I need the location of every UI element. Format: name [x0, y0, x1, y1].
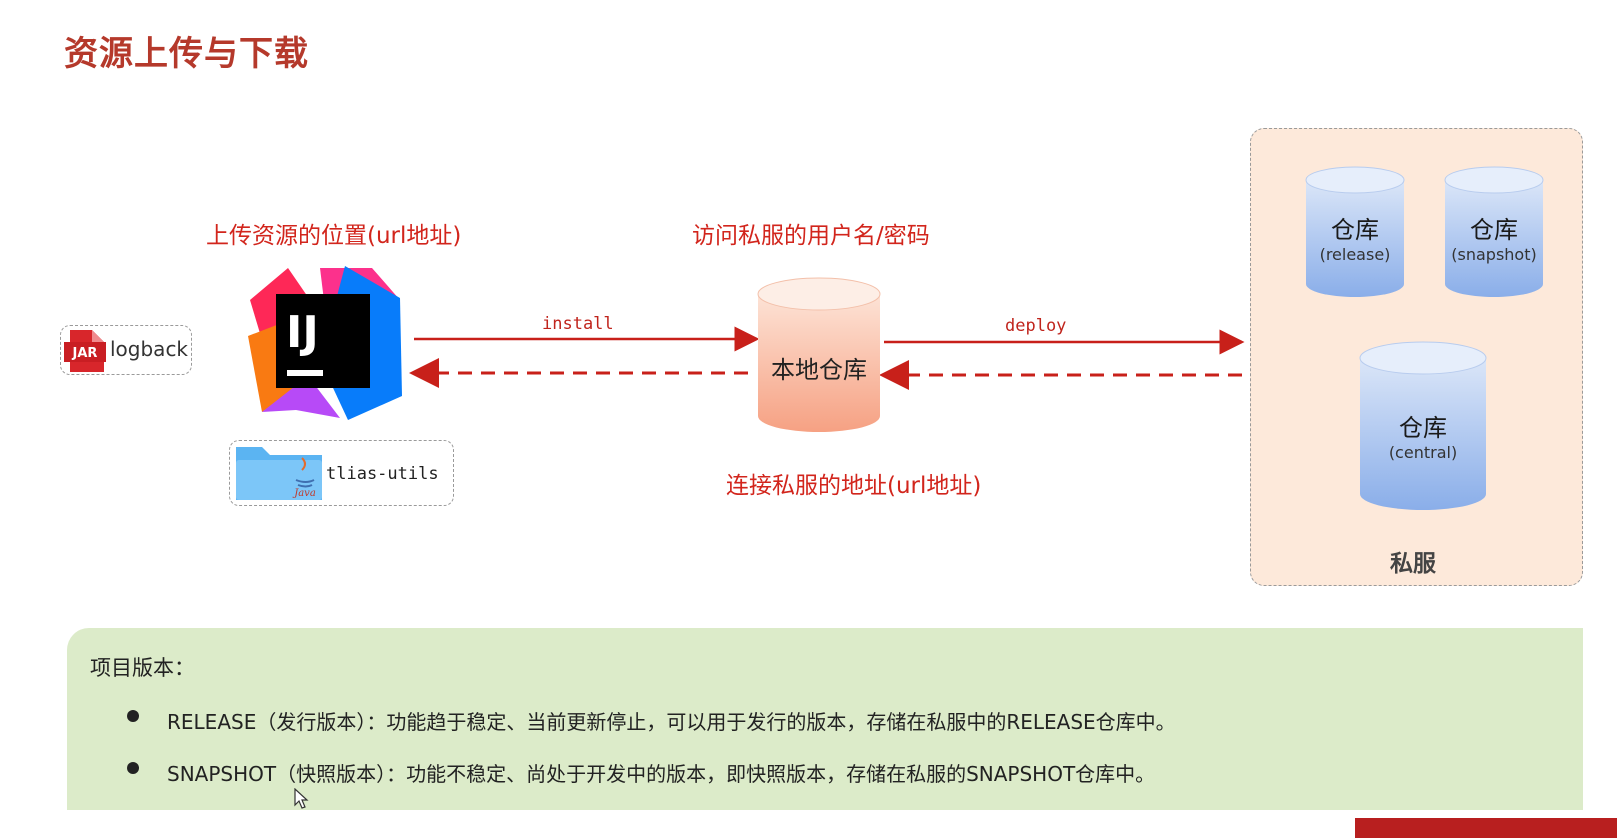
jar-badge-text: JAR	[72, 346, 98, 361]
intellij-logo-text: IJ	[286, 307, 319, 358]
install-label: install	[542, 314, 614, 334]
jar-artifact-name: logback	[110, 337, 189, 361]
deploy-label: deploy	[1005, 316, 1067, 336]
release-description: RELEASE（发行版本）：功能趋于稳定、当前更新停止，可以用于发行的版本，存储…	[167, 710, 1176, 734]
java-folder-icon: Java	[236, 447, 322, 500]
intellij-logo-icon: IJ	[248, 266, 402, 420]
page-title: 资源上传与下载	[64, 34, 309, 74]
local-repo-label: 本地仓库	[771, 356, 867, 384]
bullet-dot	[127, 710, 139, 722]
project-folder-box	[229, 440, 454, 506]
release-repo-label: 仓库 (release)	[1306, 210, 1404, 264]
jar-file-icon: JAR	[64, 330, 106, 372]
central-repo-type: (central)	[1388, 443, 1458, 462]
snapshot-repo-name: 仓库	[1470, 216, 1518, 244]
private-server-label: 私服	[1390, 551, 1436, 577]
central-repo-name: 仓库	[1399, 414, 1447, 442]
project-folder-name: tlias-utils	[326, 464, 439, 484]
local-repo-cylinder	[757, 277, 881, 432]
version-title: 项目版本：	[90, 656, 195, 680]
jar-artifact-box	[60, 325, 192, 375]
mouse-cursor-icon	[294, 788, 309, 809]
footer-banner	[1355, 818, 1617, 838]
upload-location-label: 上传资源的位置(url地址)	[206, 223, 462, 249]
java-badge-text: Java	[292, 488, 316, 499]
central-repo-cylinder	[1359, 341, 1487, 510]
connect-address-label: 连接私服的地址(url地址)	[726, 473, 982, 499]
bullet-dot	[127, 762, 139, 774]
snapshot-repo-label: 仓库 (snapshot)	[1445, 210, 1543, 264]
release-repo-name: 仓库	[1331, 216, 1379, 244]
snapshot-repo-cylinder	[1444, 166, 1544, 297]
snapshot-repo-type: (snapshot)	[1451, 245, 1537, 264]
central-repo-label: 仓库 (central)	[1360, 408, 1486, 462]
snapshot-description: SNAPSHOT（快照版本）：功能不稳定、尚处于开发中的版本，即快照版本，存储在…	[167, 762, 1156, 786]
credentials-label: 访问私服的用户名/密码	[692, 223, 930, 249]
release-repo-type: (release)	[1319, 245, 1391, 264]
release-repo-cylinder	[1305, 166, 1405, 297]
